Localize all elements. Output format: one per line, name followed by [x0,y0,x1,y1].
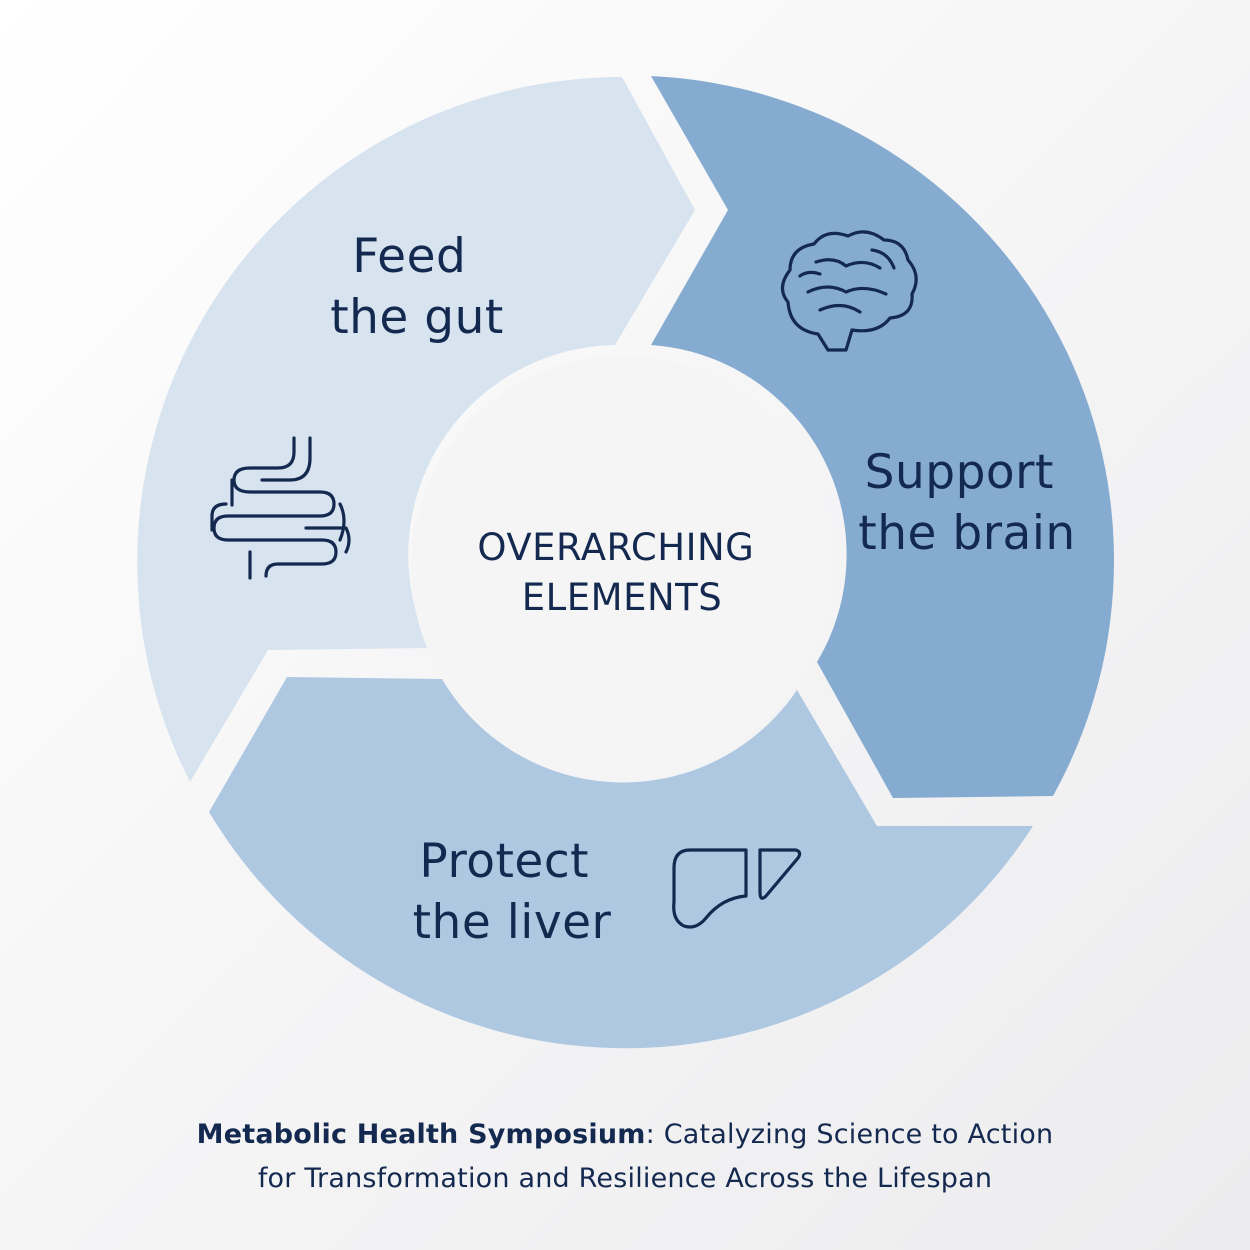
support-the-brain-line-2: the brain [858,506,1075,561]
feed-the-gut-line-2: the gut [330,290,504,345]
segment-protect-the-liver [209,677,1033,1049]
caption-line-2: for Transformation and Resilience Across… [257,1163,993,1194]
center-circle [411,356,833,778]
protect-the-liver-label: Protect the liver [413,834,612,950]
center-label-line-1: OVERARCHING [477,526,754,569]
protect-the-liver-line-2: the liver [413,895,612,950]
liver-icon [672,848,802,929]
symposium-title: Metabolic Health Symposium [196,1119,646,1150]
center-label-line-2: ELEMENTS [522,576,722,619]
feed-the-gut-label: Feed the gut [330,229,504,345]
segment-feed-the-gut [137,77,695,782]
segment-support-the-brain [651,76,1115,798]
caption-separator: : [645,1119,655,1150]
feed-the-gut-line-1: Feed [352,229,466,284]
caption: Metabolic Health Symposium: Catalyzing S… [0,1113,1250,1201]
protect-the-liver-line-1: Protect [419,834,589,889]
caption-subtitle-part-1: Catalyzing Science to Action [654,1119,1054,1150]
intestine-icon [210,436,351,580]
brain-icon [780,230,918,352]
support-the-brain-line-1: Support [865,445,1054,500]
support-the-brain-label: Support the brain [858,445,1075,561]
center-label: OVERARCHING ELEMENTS [477,526,766,619]
caption-line-1: Metabolic Health Symposium: Catalyzing S… [0,1113,1250,1157]
